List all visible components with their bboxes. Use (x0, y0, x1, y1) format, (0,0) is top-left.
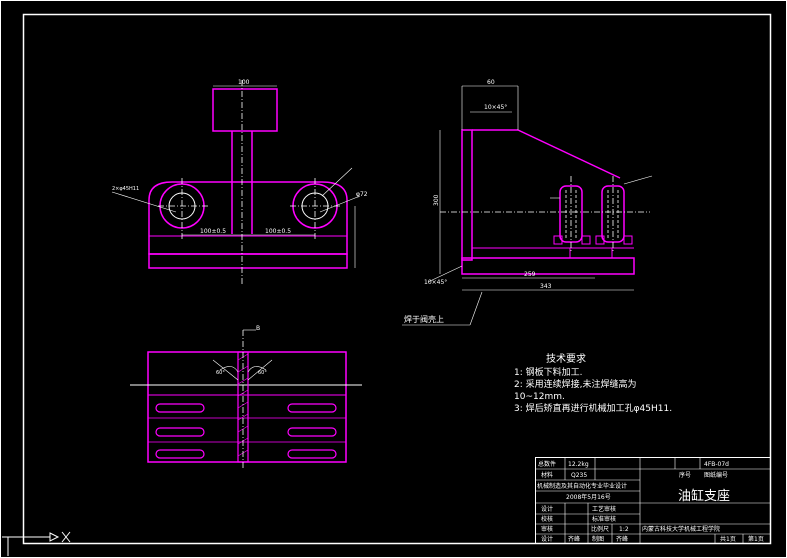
tech-requirements: 技术要求 1: 钢板下料加工. 2: 采用连续焊接,未注焊缝高为 10~12mm… (514, 352, 672, 414)
ucs-icon (2, 531, 71, 556)
tech-item-3: 10~12mm. (514, 392, 565, 402)
tech-item-1: 1: 钢板下料加工. (514, 366, 582, 378)
material-value: Q235 (571, 472, 587, 479)
side-view: 60 10×45° 300 259 343 10×45° 焊于阀壳上 (402, 79, 653, 326)
part-name: 油缸支座 (678, 488, 730, 504)
drawn-label: 制图 (592, 535, 604, 543)
angle-right-label: 60° (258, 370, 267, 376)
title-block: 总数件 12.2kg 材料 Q235 序号 图纸编号 4FB-07d 机械制造及… (535, 457, 771, 544)
sheet-number: 第1页 (748, 535, 764, 543)
standard-label: 标准审核 (592, 515, 616, 523)
side-len-1-dim: 259 (524, 271, 536, 278)
chamfer-top-dim: 10×45° (484, 104, 507, 111)
author-drawn: 齐峰 (616, 535, 628, 543)
spacing-right-dim: 100±0.5 (265, 228, 291, 235)
school: 内蒙古科技大学机械工程学院 (642, 525, 720, 533)
weight-label: 总数件 (538, 460, 556, 468)
hole-dim-right: φ72 (356, 191, 368, 198)
weight-value: 12.2kg (568, 461, 589, 468)
spacing-left-dim: 100±0.5 (200, 228, 226, 235)
tech-title: 技术要求 (546, 352, 586, 365)
drawing-number: 4FB-07d (704, 461, 729, 468)
angle-left-label: 60° (216, 370, 225, 376)
scale-value: 1:2 (619, 526, 629, 533)
side-len-2-dim: 343 (540, 283, 552, 290)
material-label: 材料 (541, 471, 553, 479)
course-title: 机械制造及其自动化专业毕业设计 (537, 482, 627, 490)
side-height-dim: 300 (433, 194, 440, 206)
approve-label: 审核 (541, 525, 553, 533)
scale-label: 比例尺 (591, 525, 609, 533)
weld-note: 焊于阀壳上 (404, 314, 444, 324)
ref-label: 图纸编号 (704, 471, 728, 479)
design-person: 设计 (541, 535, 553, 543)
front-view: 100 100±0.5 100±0.5 2×φ45H11 φ72 (111, 79, 368, 285)
tech-item-2: 2: 采用连续焊接,未注焊缝高为 (514, 378, 636, 390)
tech-item-4: 3: 焊后矫直再进行机械加工孔φ45H11. (514, 402, 672, 414)
design-label: 设计 (541, 505, 553, 513)
seq-label: 序号 (679, 471, 691, 479)
hole-dim-left: 2×φ45H11 (112, 186, 139, 192)
check-label: 校核 (541, 515, 553, 523)
top-view: B 60° 60° (130, 325, 362, 470)
process-label: 工艺审核 (592, 505, 616, 513)
chamfer-bottom-dim: 10×45° (424, 279, 447, 286)
total-sheets: 共1页 (720, 535, 736, 543)
date: 2008年5月16号 (566, 493, 611, 501)
author: 齐峰 (568, 535, 580, 543)
front-width-dim: 100 (238, 79, 250, 86)
side-top-dim: 60 (487, 79, 495, 86)
top-symbol: B (256, 325, 260, 332)
